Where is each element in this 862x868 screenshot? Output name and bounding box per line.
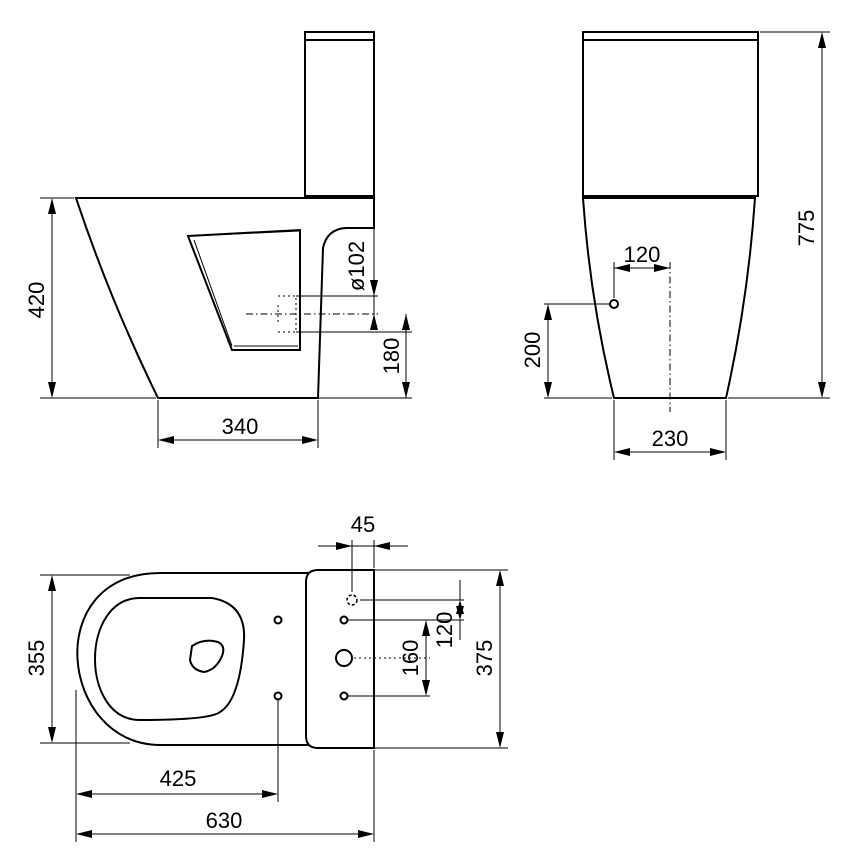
- top-cistern: [305, 569, 375, 749]
- dim-label-120-top: 120: [432, 612, 457, 649]
- dim-label-d102: ø102: [344, 241, 369, 291]
- dim-label-180: 180: [379, 338, 404, 375]
- top-view: 45 355 120 160 375 425: [24, 512, 508, 842]
- side-trapway: [186, 228, 301, 351]
- side-cistern: [304, 31, 375, 197]
- top-fixing-hole: [273, 691, 283, 701]
- top-fixing-hole: [339, 691, 349, 701]
- dim-label-355: 355: [24, 640, 49, 677]
- dim-label-120-rear: 120: [624, 242, 661, 267]
- top-seat-opening: [94, 597, 246, 722]
- dim-label-340: 340: [222, 414, 259, 439]
- dim-label-200: 200: [520, 332, 545, 369]
- dim-label-420: 420: [24, 282, 49, 319]
- dim-label-160: 160: [398, 640, 423, 677]
- dim-label-630: 630: [206, 808, 243, 833]
- top-inlet-hole: [346, 594, 358, 606]
- rear-pedestal: [581, 197, 757, 399]
- rear-cistern: [582, 31, 759, 197]
- top-drain: [188, 639, 225, 674]
- top-fixing-hole: [273, 615, 283, 625]
- dim-label-375: 375: [472, 640, 497, 677]
- side-view: 420 340 ø102 180: [24, 31, 412, 448]
- dim-label-775: 775: [794, 210, 819, 247]
- dim-label-425: 425: [160, 766, 197, 791]
- dim-label-45: 45: [351, 512, 375, 537]
- dim-label-230: 230: [652, 426, 689, 451]
- rear-inlet-hole: [609, 299, 619, 309]
- top-bowl-outline: [76, 572, 313, 746]
- top-outlet-hole: [335, 649, 353, 667]
- rear-view: 775 200 120 230: [520, 31, 830, 460]
- top-fixing-hole: [339, 615, 349, 625]
- side-bowl-outline: [74, 197, 375, 399]
